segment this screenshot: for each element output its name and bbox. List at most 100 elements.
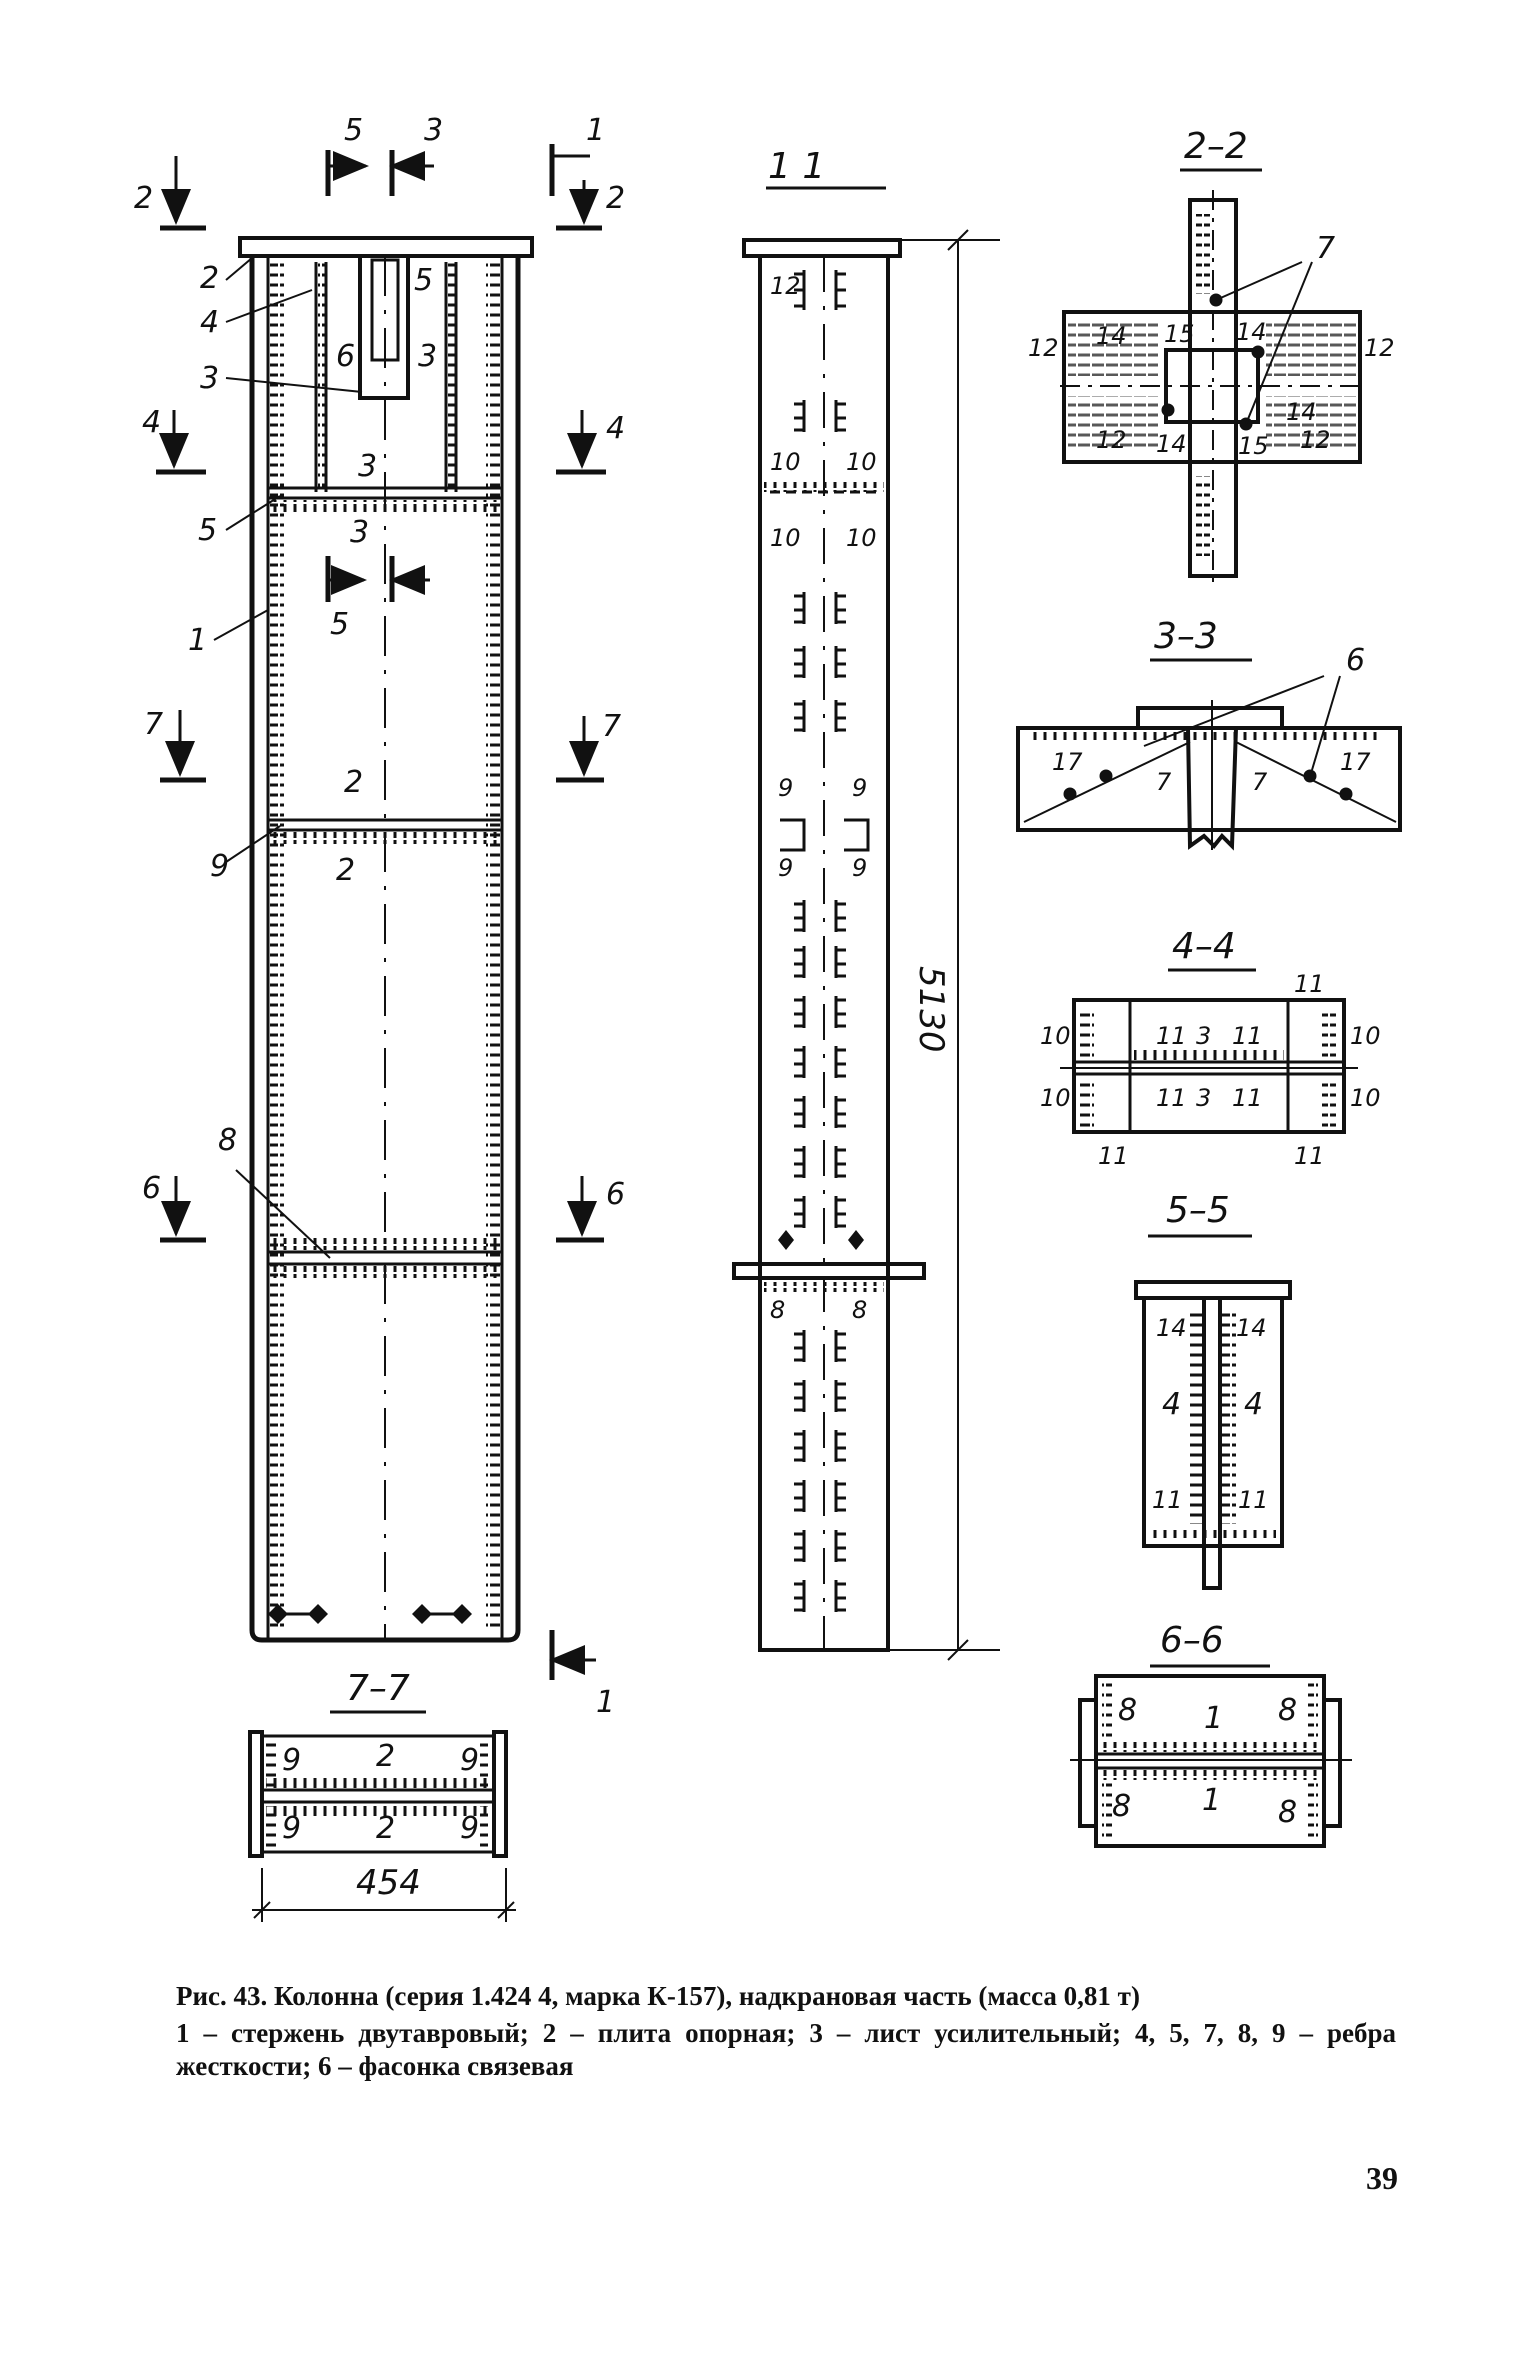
section-title: 5–5 — [1166, 1190, 1230, 1231]
label: 12 — [770, 272, 801, 300]
label: 4 — [606, 411, 625, 446]
height-dimension: 5130 — [911, 966, 951, 1053]
label: 9 — [852, 854, 867, 882]
label: 11 — [1098, 1142, 1129, 1170]
section-title: 7–7 — [346, 1668, 410, 1709]
label: 9 — [778, 854, 793, 882]
label: 15 — [1164, 320, 1195, 348]
section-cut-markers — [156, 144, 606, 1680]
label: 9 — [778, 774, 793, 802]
section-4-4-labels: 11 10 11 3 11 10 10 11 3 11 10 11 11 — [1040, 970, 1381, 1170]
label: 9 — [852, 774, 867, 802]
label: 2 — [376, 1811, 395, 1846]
figure-caption: Рис. 43. Колонна (серия 1.424 4, марка К… — [176, 1980, 1396, 2087]
label: 2 — [336, 853, 355, 888]
label: 6 — [142, 1171, 161, 1206]
label: 10 — [770, 448, 801, 476]
label: 11 — [1156, 1084, 1187, 1112]
label: 12 — [1300, 426, 1331, 454]
label: 8 — [1278, 1795, 1297, 1830]
section-5-5-labels: 14 14 4 4 11 11 — [1152, 1314, 1269, 1514]
caption-legend: 1 – стержень двутавровый; 2 – плита опор… — [176, 2018, 1396, 2081]
label: 3 — [200, 361, 219, 396]
label: 11 — [1232, 1022, 1263, 1050]
label: 5 — [198, 513, 217, 548]
label: 3 — [424, 113, 443, 148]
section-7-7-labels: 9 2 9 9 2 9 454 — [282, 1739, 479, 1903]
section-title: 4–4 — [1172, 926, 1236, 967]
label: 12 — [1096, 426, 1127, 454]
label: 8 — [770, 1296, 785, 1324]
label: 7 — [144, 707, 163, 742]
label: 2 — [606, 181, 625, 216]
label: 8 — [218, 1123, 237, 1158]
label: 5 — [344, 113, 363, 148]
label: 5 — [330, 607, 349, 642]
label: 2 — [376, 1739, 395, 1774]
section-6-6: 6–6 — [1070, 1620, 1352, 1848]
label: 6 — [336, 339, 355, 374]
section-title: 1 1 — [768, 146, 825, 187]
label: 1 — [596, 1685, 615, 1720]
label: 7 — [1156, 768, 1172, 796]
label: 10 — [1040, 1022, 1071, 1050]
label: 17 — [1340, 748, 1371, 776]
label: 9 — [460, 1743, 479, 1778]
cut-marker-labels: 5 3 1 2 2 4 4 7 7 6 6 1 — [134, 113, 625, 1720]
label: 14 — [1236, 318, 1267, 346]
section-7-7: 7–7 — [248, 1668, 516, 1922]
label: 7 — [1316, 231, 1335, 266]
label: 6 — [606, 1177, 625, 1212]
label: 14 — [1156, 1314, 1187, 1342]
label: 3 — [358, 449, 377, 484]
label: 2 — [344, 765, 363, 800]
label: 11 — [1152, 1486, 1183, 1514]
label: 1 — [188, 623, 207, 658]
label: 1 — [1204, 1701, 1223, 1736]
label: 1 — [586, 113, 605, 148]
label: 10 — [1350, 1022, 1381, 1050]
label: 1 — [1202, 1783, 1221, 1818]
label: 2 — [134, 181, 153, 216]
section-title: 6–6 — [1160, 1620, 1224, 1661]
label: 8 — [1112, 1789, 1131, 1824]
label: 8 — [1118, 1693, 1137, 1728]
label: 8 — [1278, 1693, 1297, 1728]
label: 4 — [1244, 1387, 1263, 1422]
section-4-4: 4–4 — [1060, 926, 1358, 1134]
label: 3 — [418, 339, 437, 374]
label: 14 — [1156, 430, 1187, 458]
label: 4 — [1162, 1387, 1181, 1422]
front-elevation — [213, 236, 534, 1643]
side-view-1-1: 1 1 — [732, 146, 1000, 1661]
label: 7 — [1252, 768, 1268, 796]
label: 9 — [282, 1743, 301, 1778]
label: 12 — [1364, 334, 1395, 362]
label: 4 — [200, 305, 219, 340]
section-3-3: 3–3 — [1016, 616, 1402, 851]
section-title: 3–3 — [1154, 616, 1218, 657]
label: 9 — [210, 849, 229, 884]
label: 9 — [282, 1811, 301, 1846]
label: 10 — [846, 524, 877, 552]
label: 11 — [1238, 1486, 1269, 1514]
technical-drawing: 2 4 3 6 5 3 5 1 3 5 3 2 9 2 8 5 3 1 2 2 … — [134, 113, 1402, 1922]
section-2-2-labels: 7 12 12 14 15 14 15 14 14 12 12 — [1028, 231, 1395, 460]
label: 5 — [414, 263, 433, 298]
label: 2 — [200, 261, 219, 296]
label: 10 — [1350, 1084, 1381, 1112]
label: 10 — [770, 524, 801, 552]
side-view-labels: 12 10 10 10 10 9 9 9 9 8 8 — [770, 272, 877, 1324]
label: 11 — [1156, 1022, 1187, 1050]
label: 10 — [846, 448, 877, 476]
label: 3 — [1196, 1022, 1211, 1050]
label: 11 — [1232, 1084, 1263, 1112]
page-number: 39 — [1366, 2160, 1398, 2196]
section-5-5: 5–5 — [1134, 1190, 1292, 1590]
section-2-2: 2–2 — [1060, 126, 1364, 586]
caption-title: Рис. 43. Колонна (серия 1.424 4, марка К… — [176, 1981, 1140, 2011]
label: 12 — [1028, 334, 1059, 362]
label: 14 — [1286, 398, 1317, 426]
label: 7 — [602, 709, 621, 744]
label: 14 — [1096, 322, 1127, 350]
